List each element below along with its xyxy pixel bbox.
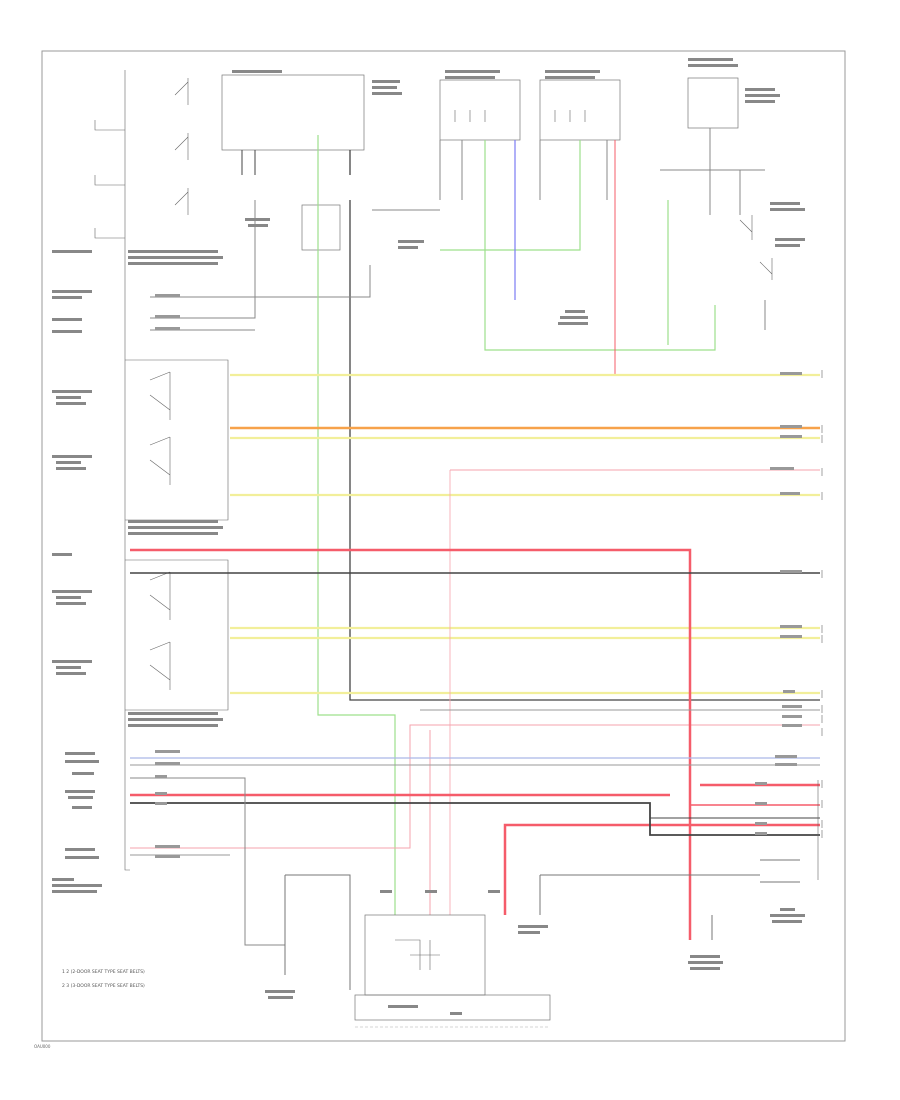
- diagram-border: [41, 50, 846, 1042]
- top-wires: [150, 128, 820, 701]
- colored-wires: [130, 135, 820, 990]
- footnotes: 1 2 (2-DOOR SEAT TYPE SEAT BELTS) 2 3 (3…: [62, 969, 145, 989]
- connector-marks: [817, 370, 823, 880]
- footnote-2: 2 3 (3-DOOR SEAT TYPE SEAT BELTS): [62, 983, 145, 989]
- srs-unit: [52, 70, 229, 893]
- footnote-1: 1 2 (2-DOOR SEAT TYPE SEAT BELTS): [62, 969, 145, 975]
- wire-labels: [155, 294, 802, 858]
- bottom-components: [265, 890, 805, 1028]
- top-components: [221, 58, 805, 325]
- page-code: OAU000: [34, 1044, 51, 1049]
